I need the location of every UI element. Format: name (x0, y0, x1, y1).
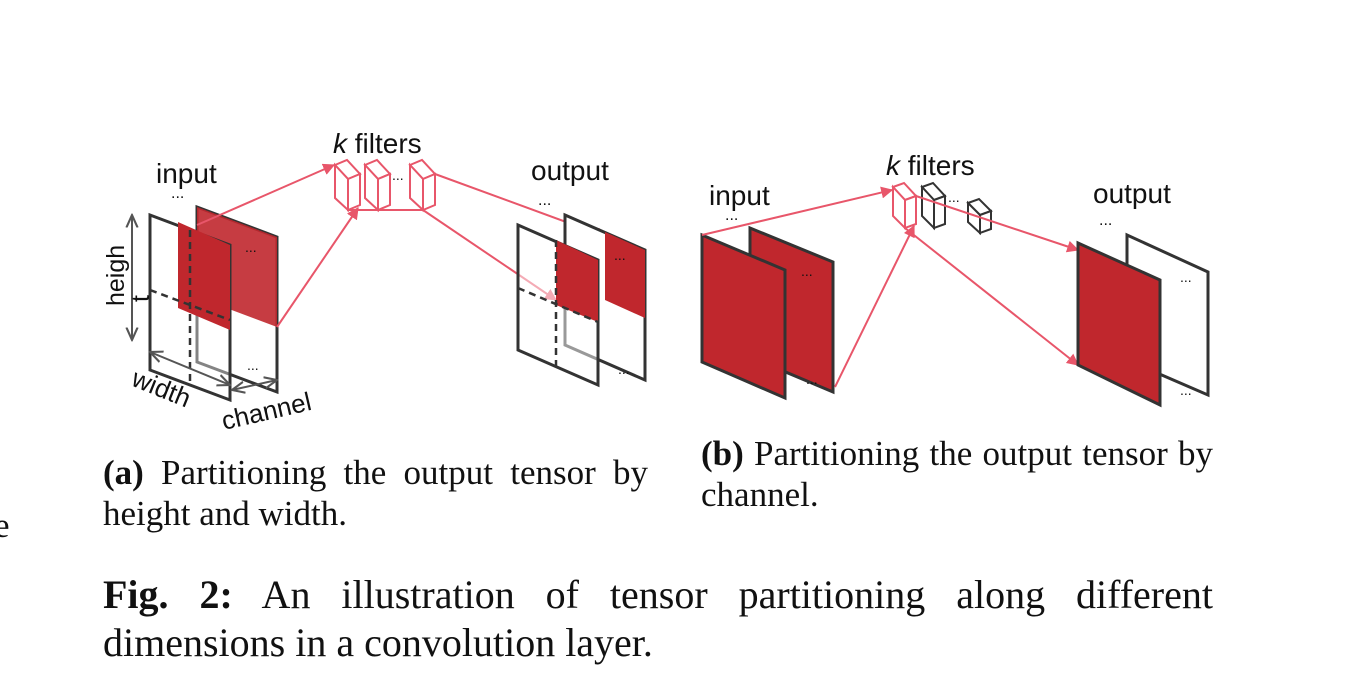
output-partition-front (556, 240, 598, 322)
input-bottom-ellipsis-b: ... (806, 371, 818, 387)
subfig-a-caption: (a) Partitioning the output tensor by he… (103, 452, 648, 534)
figure-caption: Fig. 2: An illustration of tensor partit… (103, 571, 1213, 667)
filter-cube (904, 194, 917, 230)
arrow-input-to-filters-bottom-b (834, 224, 915, 388)
output-back-ellipsis-a: ... (614, 247, 626, 263)
output-back-ellipsis-b: ... (1180, 269, 1192, 285)
subfig-b-caption: (b) Partitioning the output tensor by ch… (701, 433, 1213, 515)
arrow-filters-to-output-top-b (915, 195, 1080, 253)
input-back-ellipsis-a: ... (245, 239, 257, 255)
output-label-b: output (1093, 178, 1171, 209)
output-ellipsis-b: ... (1099, 212, 1112, 229)
arrow-input-to-filters (196, 163, 336, 226)
width-arrow (150, 352, 230, 385)
subfig-b-caption-text: Partitioning the output tensor by channe… (701, 434, 1213, 514)
filters-ellipsis-b: ... (948, 189, 960, 205)
input-ellipsis-a: ... (171, 185, 184, 202)
filters-label-b: k filters (886, 150, 975, 181)
figure-tag: Fig. 2: (103, 572, 233, 617)
output-height-divider (517, 286, 599, 324)
filter-cube (979, 209, 992, 235)
input-ellipsis-b: ... (725, 207, 738, 224)
arrow-input-to-filters-b (701, 186, 894, 236)
filter-cube (377, 172, 391, 212)
input-label-b: input (709, 180, 770, 211)
channel-arrow (232, 380, 277, 390)
subfig-b-diagram: ... ... ... input ... k filters ... ... (700, 150, 1210, 408)
height-label-t: t (127, 295, 155, 302)
channel-label: channel (219, 386, 314, 436)
filter-cube (933, 194, 946, 230)
input-bottom-ellipsis-a: ... (247, 357, 259, 373)
subfig-a-tag: (a) (103, 453, 144, 492)
output-slice-front-b (1076, 240, 1162, 408)
arrow-input-to-filters-bottom (276, 207, 359, 328)
subfig-a-diagram: ... ... ... heigh t width channel input … (102, 128, 647, 436)
filters-a: ... (333, 158, 437, 213)
input-back-ellipsis-b: ... (801, 263, 813, 279)
filter-cube (422, 172, 436, 212)
input-tensor-b: ... ... ... (700, 207, 835, 401)
filters-b: ... (891, 181, 993, 236)
input-slice-front-b (700, 232, 787, 401)
output-bottom-ellipsis-b: ... (1180, 382, 1192, 398)
subfig-a-caption-text: Partitioning the output tensor by height… (103, 453, 648, 533)
filters-label-a: k filters (333, 128, 422, 159)
filters-ellipsis-a: ... (392, 167, 404, 183)
filter-cube (347, 172, 361, 212)
arrow-filters-to-output-bottom-b (904, 227, 1079, 366)
height-label: heigh (102, 245, 130, 306)
input-label-a: input (156, 158, 217, 189)
output-label-a: output (531, 155, 609, 186)
output-ellipsis-a: ... (538, 192, 551, 209)
output-bottom-ellipsis-a: ... (618, 361, 630, 377)
margin-text-fragment: e (0, 506, 10, 545)
output-partition-back (605, 232, 645, 318)
output-tensor-a: ... ... ... (516, 192, 647, 388)
figure-caption-text: An illustration of tensor partitioning a… (103, 572, 1213, 665)
subfig-b-tag: (b) (701, 434, 744, 473)
output-tensor-b: ... ... ... (1076, 212, 1210, 408)
